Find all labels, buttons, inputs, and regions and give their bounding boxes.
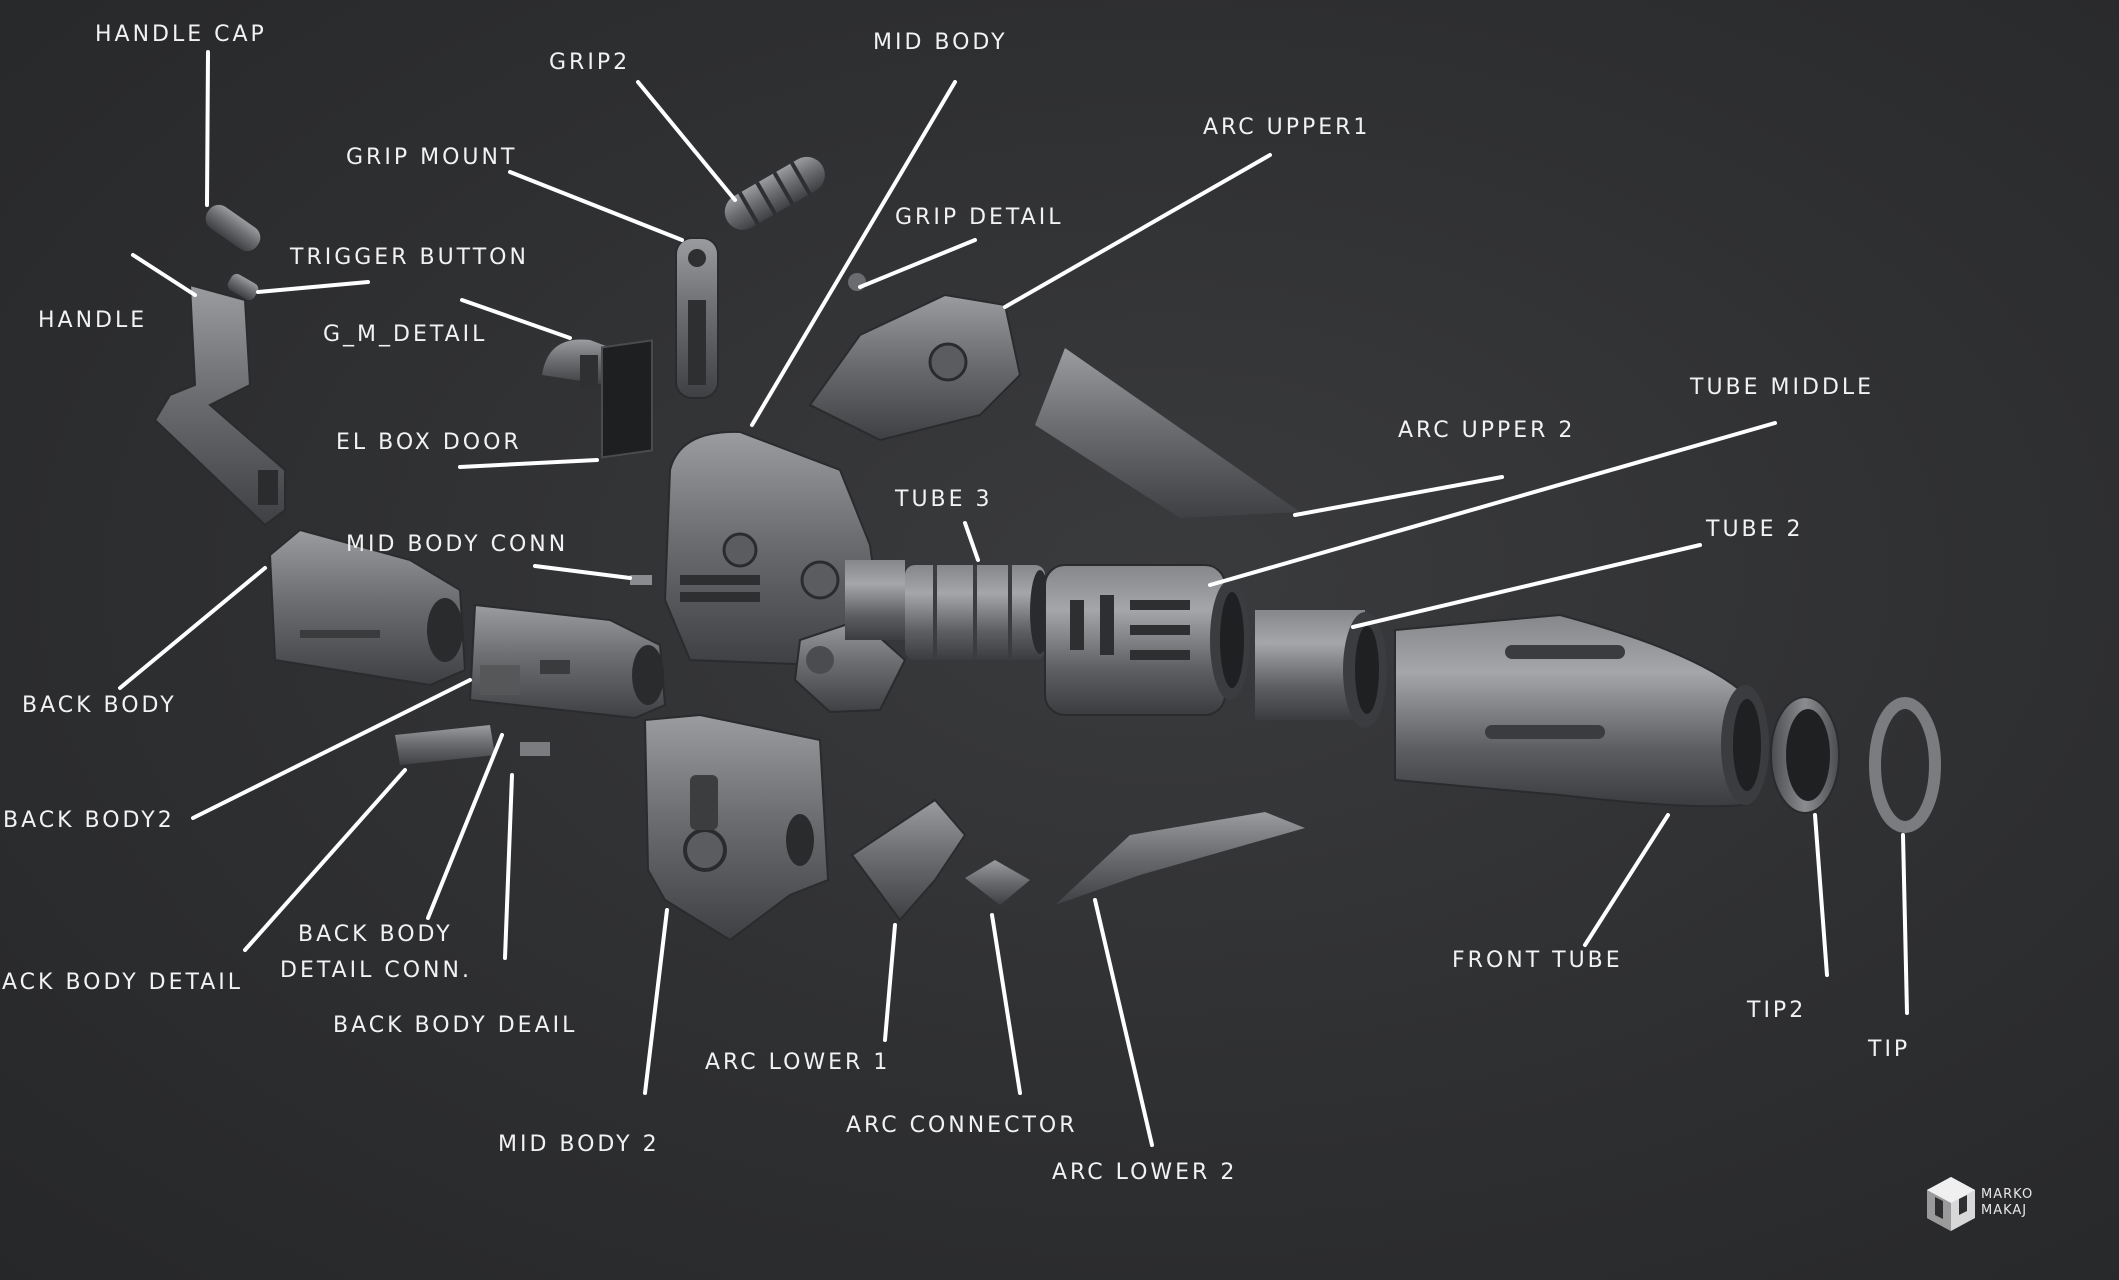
label-arc-connector: ARC CONNECTOR [846,1113,1078,1138]
mid-body-2-part [643,713,830,942]
leader-back-body-detail-conn [426,733,504,920]
tip2-part [1770,696,1840,814]
leader-grip-detail [858,238,977,289]
el-box-door-part [601,339,653,459]
label-grip-mount: GRIP MOUNT [346,145,518,170]
grip2-part [724,156,825,230]
label-back-body-detail: ACK BODY DETAIL [2,970,244,995]
back-body2-part [468,603,667,720]
label-trigger-button: TRIGGER BUTTON [290,245,529,270]
leader-mid-body [750,80,957,427]
label-tube-2: TUBE 2 [1706,517,1804,542]
label-mid-body-conn: MID BODY CONN [346,532,569,557]
logo-text-line2: MAKAJ [1981,1203,2028,1218]
leader-back-body [118,566,267,690]
tube-2-part [1255,610,1387,728]
leader-tube-3 [963,521,980,562]
label-back-body-detail-conn-line1: BACK BODY [298,922,453,947]
trigger-button-part [227,273,259,301]
label-grip-detail: GRIP DETAIL [895,205,1064,230]
leader-handle-cap [205,50,210,207]
leader-back-body-detail [243,768,407,952]
leader-lines [118,50,1909,1147]
arc-lower-2-part [1055,812,1305,905]
leader-arc-lower-1 [883,923,897,1042]
leader-mid-body-conn [533,564,632,580]
grip-detail-part [848,273,866,291]
tip-part [1869,697,1941,833]
label-back-body: BACK BODY [22,693,177,718]
leader-back-body2 [191,678,472,820]
front-tube-part [1394,613,1769,808]
back-body-detail-conn-part [520,742,550,756]
arc-upper-1-part [808,293,1022,442]
leader-tube-middle [1208,421,1777,587]
label-grip2: GRIP2 [549,50,631,75]
leader-arc-connector [990,913,1022,1095]
label-g-m-detail: G_M_DETAIL [323,322,488,347]
label-tip2: TIP2 [1747,998,1807,1023]
label-back-body2: BACK BODY2 [3,808,175,833]
leader-tube-2 [1351,543,1702,629]
tube-middle-part [1044,564,1250,716]
label-tube-middle: TUBE MIDDLE [1690,375,1875,400]
label-back-body-detail-conn-line2: DETAIL CONN. [280,958,472,983]
leader-arc-lower-2 [1093,898,1154,1147]
label-handle: HANDLE [38,308,148,333]
leader-trigger-button [256,280,370,294]
label-handle-cap: HANDLE CAP [95,22,267,47]
label-mid-body-2: MID BODY 2 [498,1132,660,1157]
leader-handle [131,253,197,297]
back-body-detail-part [395,725,495,765]
leader-back-body-deail [503,773,514,960]
mid-body-conn-part [630,575,652,585]
label-arc-lower-1: ARC LOWER 1 [705,1050,891,1075]
label-el-box-door: EL BOX DOOR [336,430,522,455]
label-tip: TIP [1868,1037,1911,1062]
leader-tip [1901,833,1909,1015]
arc-lower-1-part [850,798,967,922]
leader-grip2 [636,80,737,202]
label-mid-body: MID BODY [873,30,1008,55]
leader-mid-body-2 [643,908,669,1095]
handle-cap-part [205,204,261,252]
handle-part [153,283,286,527]
label-arc-upper-1: ARC UPPER1 [1203,115,1371,140]
leader-arc-upper-1 [1003,153,1272,309]
label-back-body-deail: BACK BODY DEAIL [333,1013,578,1038]
label-arc-upper-2: ARC UPPER 2 [1398,418,1576,443]
back-body-part [268,528,467,687]
label-tube-3: TUBE 3 [895,487,993,512]
leader-front-tube [1583,813,1670,947]
leader-arc-upper-2 [1293,475,1504,517]
leader-grip-mount [508,170,684,242]
parts [153,156,1941,942]
mid-body-part [663,430,907,714]
arc-upper-2-part [1035,348,1300,518]
cube-logo-icon [1927,1177,1975,1231]
leader-el-box-door [458,458,599,469]
label-front-tube: FRONT TUBE [1452,948,1623,973]
logo-text-line1: MARKO [1981,1187,2034,1202]
leader-g-m-detail [460,298,572,340]
label-arc-lower-2: ARC LOWER 2 [1052,1160,1238,1185]
arc-connector-part [965,860,1030,905]
leader-tip2 [1813,813,1829,977]
marko-makaj-logo: MARKO MAKAJ [1925,1175,2035,1235]
